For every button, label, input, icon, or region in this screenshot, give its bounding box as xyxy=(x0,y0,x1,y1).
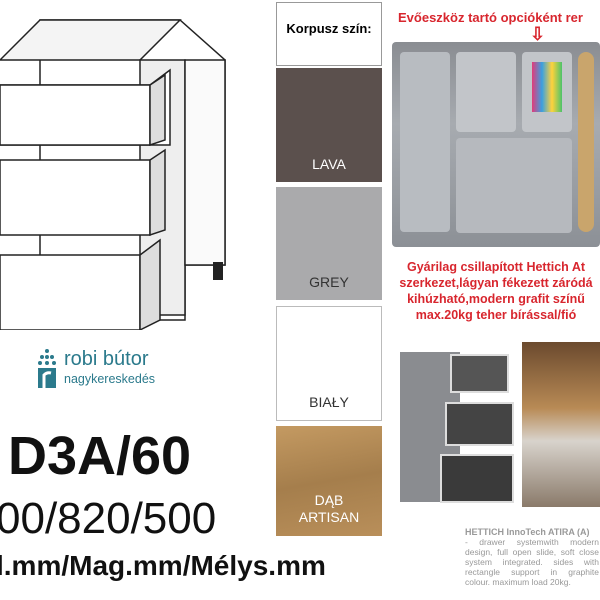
swatch-lava: LAVA xyxy=(276,68,382,182)
swatch-label: DĄB ARTISAN xyxy=(298,492,360,525)
drawer-cabinet-photo xyxy=(395,342,515,507)
swatch-label: LAVA xyxy=(312,156,346,172)
logo-name: robi bútor xyxy=(64,348,149,370)
swatch-grey: GREY xyxy=(276,187,382,300)
logo-mark-icon xyxy=(38,349,56,388)
caption-title: HETTICH InnoTech ATIRA (A) xyxy=(465,527,590,537)
hettich-caption: HETTICH InnoTech ATIRA (A) - drawer syst… xyxy=(465,527,599,587)
dimension-units: l.mm/Mag.mm/Mélys.mm xyxy=(0,550,326,581)
hettich-note: Gyárilag csillapított Hettich At szerkez… xyxy=(392,259,600,323)
company-logo: robi bútor nagykereskedés xyxy=(36,348,176,398)
note-line: kihúzható,modern grafit színű xyxy=(407,292,585,306)
cutlery-tray-photo xyxy=(392,42,600,247)
product-dimensions: 00/820/500 xyxy=(0,494,217,543)
kitchen-photo xyxy=(522,342,600,507)
swatch-bialy: BIAŁY xyxy=(276,306,382,421)
note-line: szerkezet,lágyan fékezett záródá xyxy=(399,276,593,290)
swatch-dab-artisan: DĄB ARTISAN xyxy=(276,426,382,536)
note-line: max.20kg teher bírással/fió xyxy=(415,308,577,322)
logo-subtitle: nagykereskedés xyxy=(64,372,156,386)
product-code: D3A/60 xyxy=(8,426,192,486)
color-header: Korpusz szín: xyxy=(276,2,382,66)
swatch-label: GREY xyxy=(309,274,349,290)
cutlery-note: Evőeszköz tartó opcióként rer xyxy=(398,10,583,25)
caption-text: - drawer systemwith modern design, full … xyxy=(465,537,599,587)
cabinet-drawing xyxy=(0,19,226,330)
swatch-label: BIAŁY xyxy=(309,394,349,410)
note-line: Gyárilag csillapított Hettich At xyxy=(406,260,586,274)
arrow-down-icon: ⇩ xyxy=(530,24,546,44)
